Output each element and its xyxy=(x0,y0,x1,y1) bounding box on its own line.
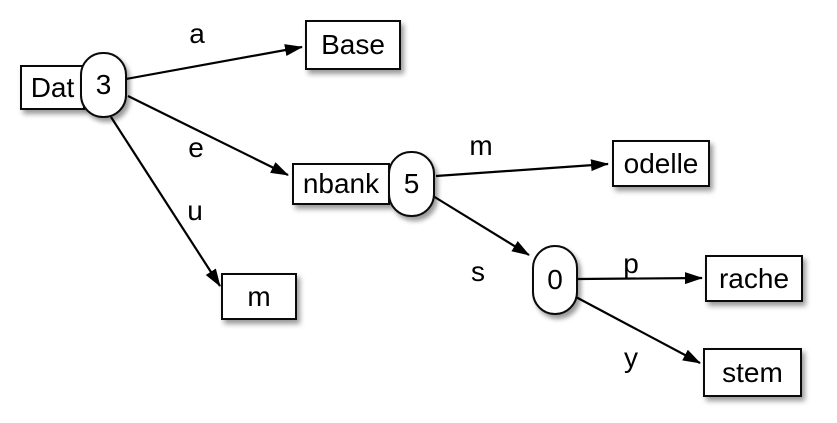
node-base: Base xyxy=(305,20,401,70)
node-odelle: odelle xyxy=(612,140,710,187)
node-nbank-count-badge: 5 xyxy=(388,151,435,217)
edge-m-line xyxy=(435,159,609,178)
node-zero-count-badge: 0 xyxy=(532,245,578,315)
edge-label-a: a xyxy=(189,18,205,49)
node-m: m xyxy=(221,273,297,320)
edge-label-p: p xyxy=(623,248,639,279)
node-stem: stem xyxy=(703,348,802,397)
edge-label-e: e xyxy=(188,132,204,163)
edge-label-m: m xyxy=(469,130,493,161)
edge-label-s: s xyxy=(471,256,485,287)
edge-label-y: y xyxy=(624,342,638,373)
edge-s-line xyxy=(432,195,530,256)
edge-p-line xyxy=(577,272,703,285)
node-dat-label-box: Dat xyxy=(20,65,85,110)
edge-e-line xyxy=(127,95,289,176)
edge-label-u: u xyxy=(187,195,203,226)
node-dat-count-badge: 3 xyxy=(80,52,127,118)
node-nbank-label-box: nbank xyxy=(292,163,390,205)
edge-y-line xyxy=(573,295,701,364)
node-rache: rache xyxy=(705,255,803,302)
edge-a-line xyxy=(125,44,303,81)
edge-u-line xyxy=(110,116,221,287)
